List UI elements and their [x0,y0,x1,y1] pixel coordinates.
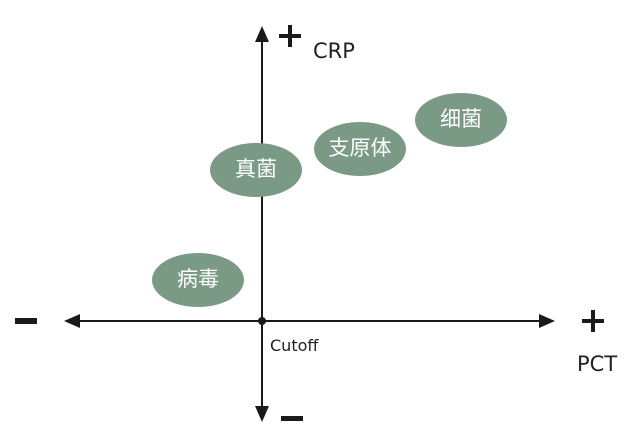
region-mycoplasma: 支原体 [314,122,406,176]
region-bacteria-blob [415,93,507,147]
region-virus-blob [152,253,244,307]
region-virus-label: 病毒 [177,267,219,291]
y-axis-plus-sign [279,25,301,47]
region-bacteria: 细菌 [415,93,507,147]
region-virus: 病毒 [152,253,244,307]
origin-cutoff-label: Cutoff [270,336,319,355]
y-axis-bottom-arrow [255,406,269,422]
x-axis-label: PCT [577,352,617,376]
region-fungus-label: 真菌 [235,157,277,181]
region-mycoplasma-label: 支原体 [329,136,392,160]
region-fungus-blob [210,143,302,197]
x-axis-minus-sign [15,318,37,324]
y-axis-top-arrow [255,26,269,42]
x-axis-left-arrow [64,314,80,328]
y-axis-minus-sign [281,416,303,421]
x-axis-right-arrow [539,314,555,328]
region-bacteria-label: 细菌 [440,107,482,131]
region-mycoplasma-blob [314,122,406,176]
x-axis-plus-sign [582,310,604,332]
origin-dot [258,317,266,325]
y-axis-label: CRP [313,39,355,63]
region-fungus: 真菌 [210,143,302,197]
